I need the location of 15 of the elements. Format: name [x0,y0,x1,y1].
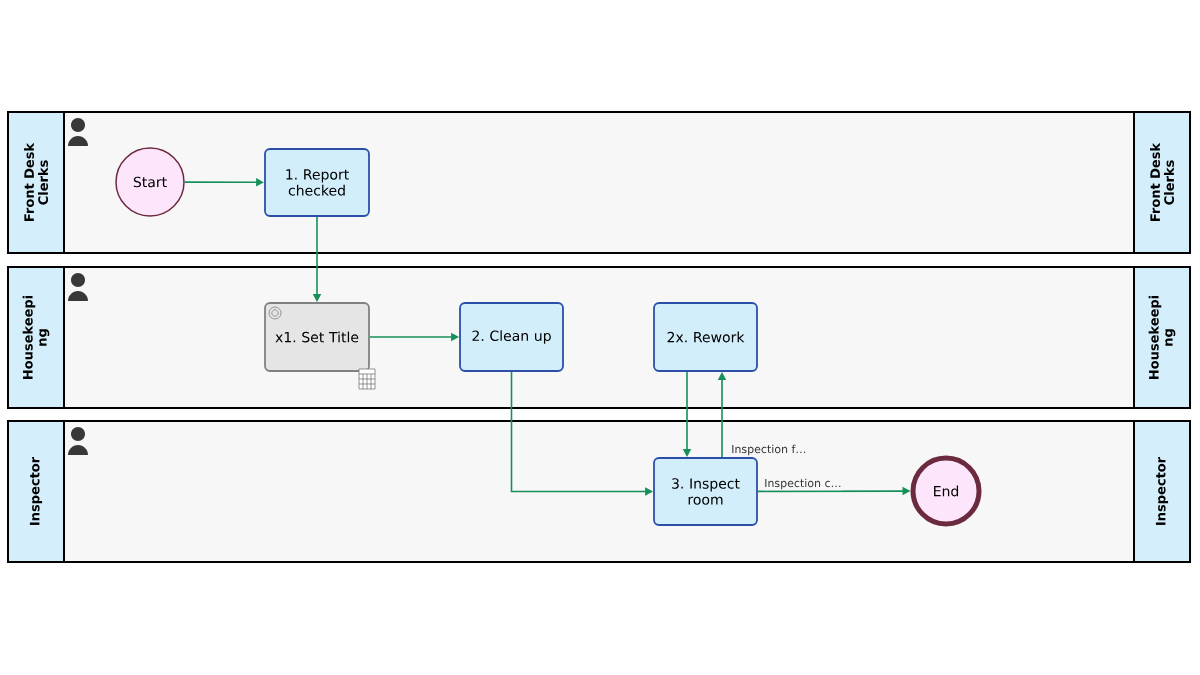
arrow [510,371,653,496]
swimlane [7,111,1191,254]
start-event: Start [115,147,185,217]
lane-header: Housekeepi ng [7,266,65,409]
lane-header: Front Desk Clerks [1133,111,1191,254]
lane-header: Front Desk Clerks [7,111,65,254]
lane-header: Housekeepi ng [1133,266,1191,409]
lane-header: Inspector [7,420,65,563]
task-box: 2x. Rework [653,302,758,372]
task-box: 1. Report checked [264,148,370,217]
task-box: 2. Clean up [459,302,564,372]
task-box: 3. Inspect room [653,457,758,526]
swimlane [7,420,1191,563]
lane-header: Inspector [1133,420,1191,563]
service-task-box: x1. Set Title [264,302,370,372]
